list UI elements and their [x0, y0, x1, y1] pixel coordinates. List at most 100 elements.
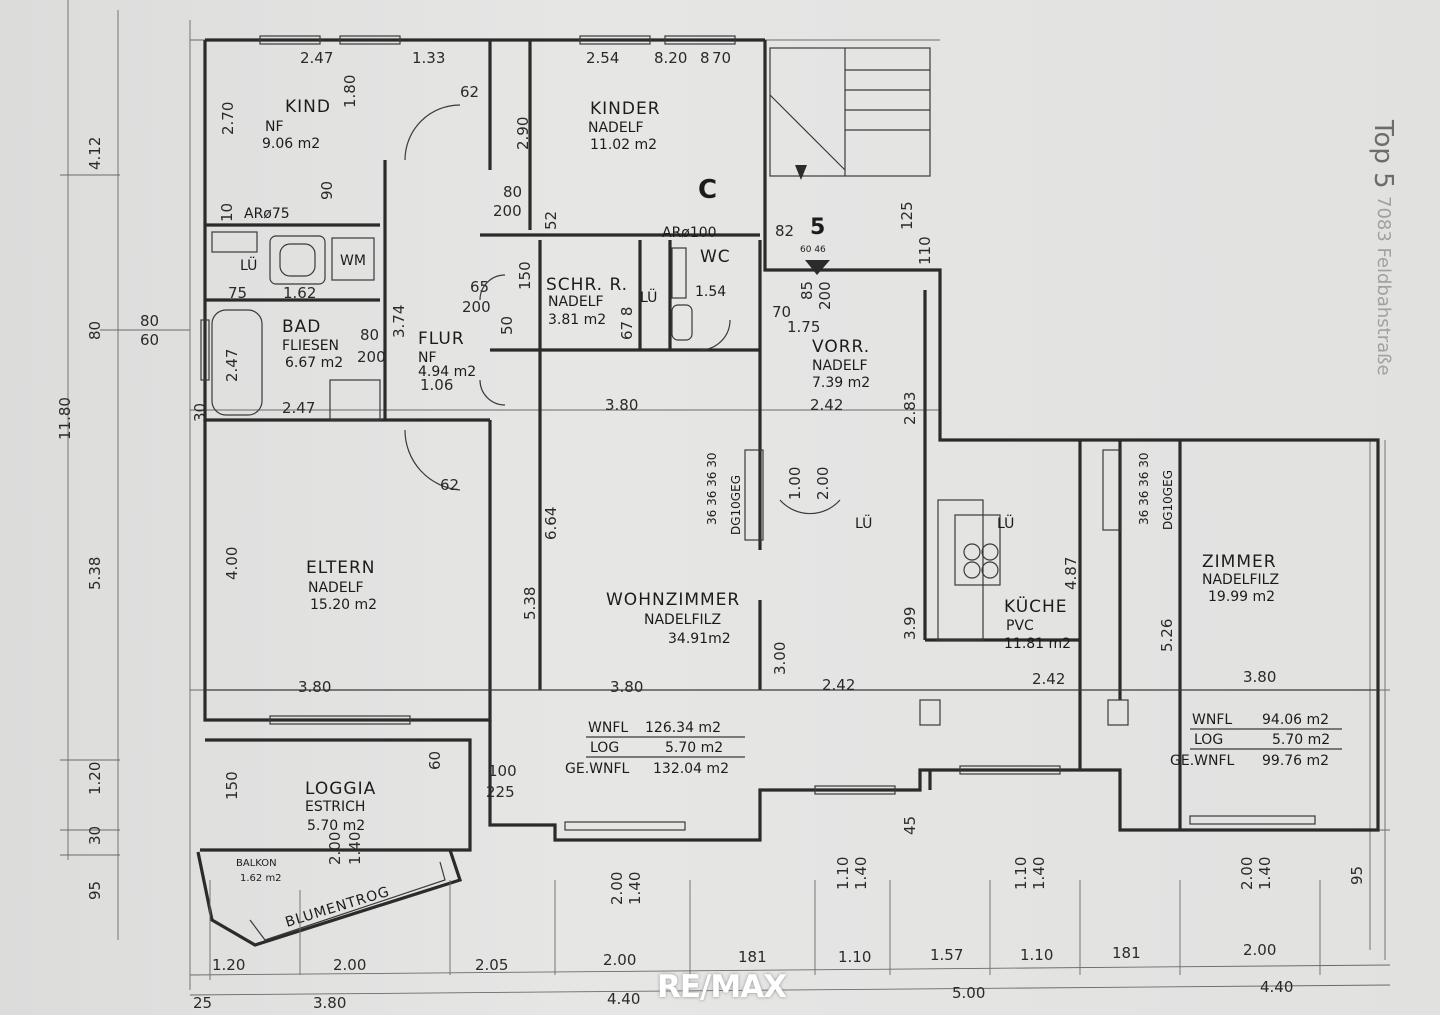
room-eltern-floor: NADELF	[308, 580, 364, 596]
summary-right-gewnfl-value: 99.76 m2	[1262, 753, 1329, 769]
dim-90: 90	[318, 181, 336, 200]
ventilation-label-kueche: LÜ	[997, 514, 1014, 532]
dim-loggia-140: 1.40	[346, 832, 364, 865]
dim-bottom-row2-4: 5.00	[952, 984, 985, 1002]
room-bad-name: BAD	[282, 317, 321, 337]
dim-bottom-5: 181	[738, 948, 767, 966]
summary-left-wnfl-label: WNFL	[588, 720, 628, 736]
room-flur-area: 4.94 m2	[418, 364, 476, 380]
dim-bottom-row2-5: 4.40	[1260, 978, 1293, 996]
dim-52: 52	[542, 211, 560, 230]
room-flur-name: FLUR	[418, 329, 465, 349]
dim-door-200b: 200	[462, 298, 491, 316]
dimensions-top: 2.47 1.33 2.54 8.20 8 70	[300, 49, 731, 67]
area-summary-left: WNFL 126.34 m2 LOG 5.70 m2 GE.WNFL 132.0…	[565, 720, 745, 777]
dim-door-80: 80	[503, 183, 522, 201]
dim-678: 67 8	[618, 307, 636, 340]
room-loggia-floor: ESTRICH	[305, 799, 365, 815]
dim-door-65: 65	[470, 278, 489, 296]
dim-top-2: 1.33	[412, 49, 445, 67]
room-kinder-name: KINDER	[590, 99, 661, 119]
dim-win-7: 2.00	[1238, 857, 1256, 890]
room-wc-area: 1.54	[695, 284, 726, 300]
dim-kind-height: 2.70	[219, 102, 237, 135]
dim-bottom-row2-2: 3.80	[313, 994, 346, 1012]
dim-flur-106: 1.06	[420, 376, 453, 394]
dim-left-2: 80	[86, 321, 104, 340]
dim-left-8: 95	[86, 881, 104, 900]
ventilation-label-bad: LÜ	[240, 256, 257, 274]
drain-ar100-label: ARø100	[662, 225, 717, 241]
dim-kueche-399: 3.99	[901, 607, 919, 640]
exterior-walls	[196, 38, 1380, 947]
room-balkon-area: 1.62 m2	[240, 873, 282, 884]
room-zimmer-name: ZIMMER	[1202, 552, 1277, 572]
dim-wohn-width-top: 3.80	[605, 396, 638, 414]
stair-symbol-c: C	[698, 175, 717, 205]
room-vorraum-area: 7.39 m2	[812, 375, 870, 391]
dim-zimmer-height: 5.26	[1158, 619, 1176, 652]
dim-82: 82	[775, 222, 794, 240]
shaft-dg-label-right: DG10GEG	[1161, 470, 1175, 530]
dim-win-2: 1.40	[626, 872, 644, 905]
dim-bad-door-200: 200	[357, 348, 386, 366]
dim-110: 110	[916, 236, 934, 265]
dim-150: 150	[516, 261, 534, 290]
room-schrank-area: 3.81 m2	[548, 312, 606, 328]
dim-door-200: 200	[493, 202, 522, 220]
dim-50: 50	[498, 316, 516, 335]
room-eltern-area: 15.20 m2	[310, 597, 377, 613]
dim-win-4: 1.40	[852, 857, 870, 890]
washing-machine-label: WM	[340, 253, 366, 269]
shaft-marks-left: 36 36 36 30	[705, 452, 719, 525]
dim-bad-width: 2.47	[282, 399, 315, 417]
staircase	[769, 47, 931, 275]
dimensions-left: 11.80 4.12 80 80 60 5.38 1.20 30 95 95	[56, 137, 1366, 900]
dim-kinder-height: 2.90	[514, 117, 532, 150]
dim-win-8: 1.40	[1256, 857, 1274, 890]
dim-30-bad: 30	[191, 403, 209, 422]
fixtures	[211, 231, 1129, 726]
dim-200-vorr: 200	[816, 281, 834, 310]
dim-125: 125	[898, 201, 916, 230]
dim-wohn-width-bottom: 3.80	[610, 678, 643, 696]
dim-eltern-width: 3.80	[298, 678, 331, 696]
dim-zimmer-width: 3.80	[1243, 668, 1276, 686]
room-flur-floor: NF	[418, 350, 437, 366]
dim-right-1: 95	[1348, 866, 1366, 885]
summary-right-gewnfl-label: GE.WNFL	[1170, 753, 1235, 769]
room-bad-floor: FLIESEN	[282, 338, 339, 354]
dim-win-1: 2.00	[608, 872, 626, 905]
summary-right-wnfl-label: WNFL	[1192, 712, 1232, 728]
summary-left-gewnfl-label: GE.WNFL	[565, 761, 630, 777]
room-zimmer-floor: NADELFILZ	[1202, 572, 1279, 588]
room-balkon-name: BALKON	[236, 858, 277, 869]
dim-door-62-top: 62	[460, 83, 479, 101]
room-wohnzimmer-name: WOHNZIMMER	[606, 590, 740, 610]
room-eltern-name: ELTERN	[306, 558, 376, 578]
room-schrank-name: SCHR. R.	[546, 275, 628, 295]
dim-door-60: 60	[426, 751, 444, 770]
dim-door-wohn-200: 2.00	[814, 467, 832, 500]
dim-top-4: 8.20	[654, 49, 687, 67]
summary-right-log-label: LOG	[1194, 732, 1223, 748]
dim-70: 70	[772, 303, 791, 321]
room-labels: KIND NF 9.06 m2 KINDER NADELF 11.02 m2 B…	[236, 97, 1279, 884]
room-kind-area: 9.06 m2	[262, 136, 320, 152]
dimensions-inner: 2.70 1.80 2.90 2.47 2.47 1.62 75 3.74 1.…	[191, 75, 1276, 865]
room-wohnzimmer-floor: NADELFILZ	[644, 612, 721, 628]
dim-win-6: 1.40	[1030, 857, 1048, 890]
room-vorraum-floor: NADELF	[812, 358, 868, 374]
dim-bottom-10: 2.00	[1243, 941, 1276, 959]
dim-vorr-175: 1.75	[787, 318, 820, 336]
dim-left-1: 4.12	[86, 137, 104, 170]
dim-10: 10	[218, 203, 236, 222]
dim-win-3: 1.10	[834, 857, 852, 890]
stair-symbol-5: 5	[810, 215, 825, 240]
dim-left-4: 60	[140, 331, 159, 349]
dim-door-225: 225	[486, 783, 515, 801]
dim-vorr-283: 2.83	[901, 392, 919, 425]
dim-bottom-2: 2.00	[333, 956, 366, 974]
room-vorraum-name: VORR.	[812, 337, 870, 357]
